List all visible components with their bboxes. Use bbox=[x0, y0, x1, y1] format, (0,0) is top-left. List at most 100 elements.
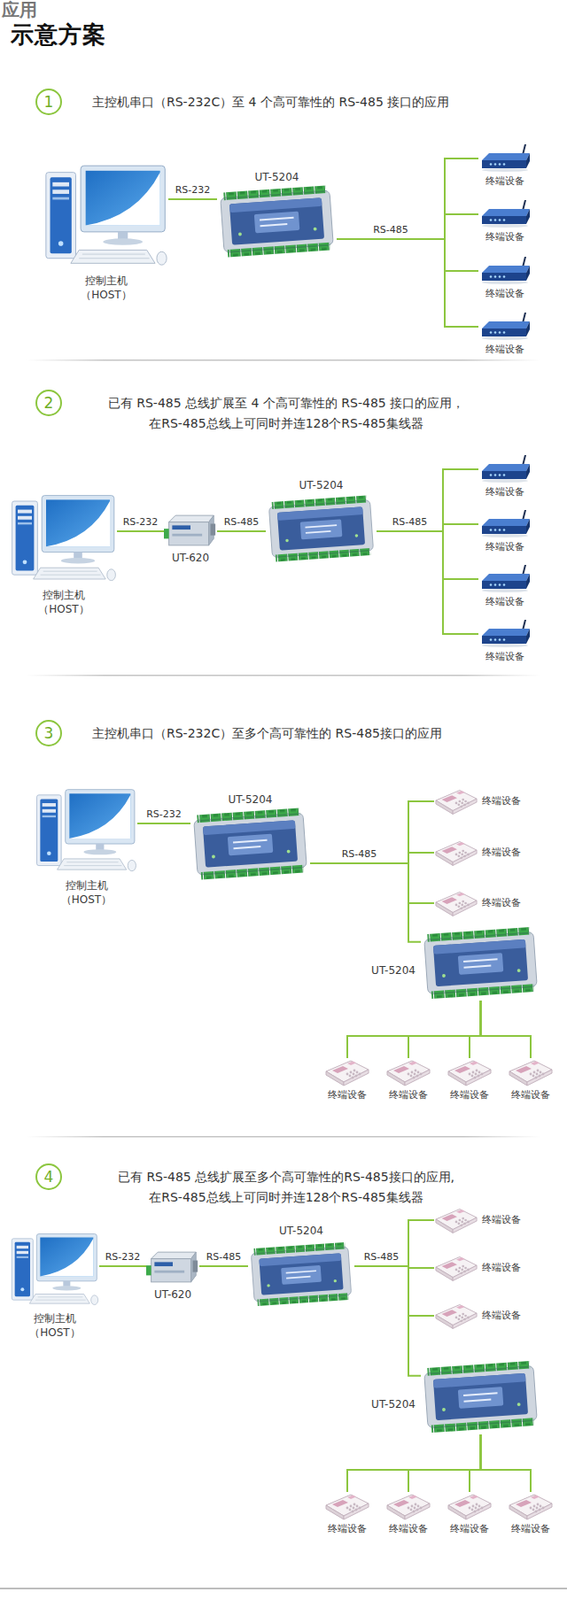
signal-label: RS-485 bbox=[340, 848, 380, 862]
device-icon bbox=[434, 787, 479, 816]
step-number: 4 bbox=[35, 1164, 63, 1191]
device-node: 终端设备 bbox=[322, 1058, 373, 1103]
device-icon bbox=[163, 512, 218, 550]
terminal-label: 终端设备 bbox=[485, 230, 525, 245]
device-icon bbox=[444, 1492, 495, 1522]
bus-wire bbox=[376, 469, 479, 532]
watermark: 应用 bbox=[1, 0, 38, 20]
page-title: 示意方案 bbox=[10, 21, 107, 48]
device-icon bbox=[265, 494, 377, 564]
device-node: 终端设备 bbox=[383, 1058, 434, 1103]
device-picture bbox=[46, 165, 167, 265]
device-node: UT-5204 bbox=[190, 792, 311, 880]
host-label: 控制主机 （HOST） bbox=[23, 1312, 87, 1341]
device-picture bbox=[37, 790, 137, 872]
device-picture bbox=[219, 185, 334, 258]
device-picture bbox=[481, 144, 530, 172]
signal-label: RS-485 bbox=[222, 516, 262, 529]
step-number: 1 bbox=[35, 88, 63, 116]
device-node: 终端设备 bbox=[478, 565, 532, 610]
signal-label: RS-232 bbox=[144, 808, 184, 822]
device-icon bbox=[322, 1492, 373, 1522]
bus-wire bbox=[347, 1435, 482, 1493]
device-icon bbox=[383, 1058, 434, 1088]
terminal-label: 终端设备 bbox=[485, 287, 525, 302]
signal-label: RS-232 bbox=[121, 516, 161, 529]
host-label: 控制主机 （HOST） bbox=[31, 588, 96, 617]
device-node: 终端设备 bbox=[478, 256, 532, 302]
device-icon bbox=[420, 1359, 541, 1436]
bus-wire bbox=[376, 531, 479, 580]
device-picture bbox=[435, 1210, 477, 1235]
signal-label: RS-232 bbox=[173, 184, 213, 197]
device-model: UT-5204 bbox=[279, 1224, 324, 1239]
device-picture bbox=[509, 1061, 552, 1087]
terminal-label: 终端设备 bbox=[481, 896, 521, 911]
device-picture bbox=[448, 1061, 491, 1087]
device-node: 终端设备 bbox=[478, 312, 532, 358]
device-icon bbox=[44, 163, 169, 272]
device-icon bbox=[505, 1058, 556, 1088]
bus-wire bbox=[310, 863, 435, 904]
device-icon bbox=[434, 1254, 479, 1283]
bus-wire bbox=[336, 239, 479, 327]
device-picture bbox=[326, 1061, 369, 1087]
terminal-label: 终端设备 bbox=[511, 1088, 551, 1103]
terminal-label: 终端设备 bbox=[481, 794, 521, 809]
section-heading: 在RS-485总线上可同时并连128个RS-485集线器 bbox=[148, 1188, 424, 1207]
terminal-label: 终端设备 bbox=[485, 342, 525, 358]
device-icon bbox=[478, 455, 532, 484]
device-node: 控制主机 （HOST） bbox=[10, 1233, 100, 1341]
device-picture bbox=[146, 1252, 198, 1283]
device-node: UT-620 bbox=[163, 512, 218, 566]
device-picture bbox=[387, 1495, 430, 1521]
device-icon bbox=[248, 1240, 355, 1310]
section-divider bbox=[26, 359, 541, 362]
device-node: 终端设备 bbox=[434, 838, 521, 868]
bus-wire bbox=[137, 823, 191, 825]
device-node: 终端设备 bbox=[478, 510, 532, 555]
device-node: UT-5204 bbox=[248, 1224, 355, 1310]
device-picture bbox=[387, 1061, 430, 1087]
device-icon bbox=[146, 1249, 200, 1287]
device-node: 终端设备 bbox=[434, 889, 521, 918]
section-heading: 主控机串口（RS-232C）至 4 个高可靠性的 RS-485 接口的应用 bbox=[92, 93, 450, 111]
bus-wire bbox=[408, 1435, 482, 1493]
device-model: UT-620 bbox=[154, 1288, 192, 1303]
device-picture bbox=[163, 515, 216, 546]
device-picture bbox=[448, 1495, 491, 1521]
device-picture bbox=[481, 620, 530, 648]
terminal-label: 终端设备 bbox=[450, 1088, 490, 1103]
terminal-label: 终端设备 bbox=[481, 1261, 521, 1276]
bus-wire bbox=[376, 531, 479, 635]
device-node: 终端设备 bbox=[444, 1058, 495, 1103]
bus-wire bbox=[481, 1435, 532, 1493]
device-node: 终端设备 bbox=[478, 455, 532, 500]
device-model: UT-620 bbox=[171, 551, 210, 566]
device-node: 终端设备 bbox=[505, 1058, 556, 1103]
device-icon bbox=[434, 838, 479, 868]
device-picture bbox=[481, 455, 530, 483]
bus-wire bbox=[354, 1266, 435, 1317]
terminal-label: 终端设备 bbox=[485, 174, 525, 189]
device-picture bbox=[435, 893, 477, 917]
terminal-label: 终端设备 bbox=[481, 1213, 521, 1228]
device-icon bbox=[190, 808, 311, 880]
device-node: 终端设备 bbox=[434, 787, 521, 816]
device-picture bbox=[509, 1495, 552, 1521]
device-node: UT-5204 bbox=[420, 1359, 541, 1436]
bus-wire bbox=[336, 158, 479, 240]
device-node: 终端设备 bbox=[434, 1302, 521, 1331]
device-node: UT-5204 bbox=[265, 478, 377, 564]
device-node: 终端设备 bbox=[322, 1492, 373, 1538]
host-label: 控制主机 （HOST） bbox=[74, 273, 139, 303]
bus-wire bbox=[99, 1266, 147, 1268]
bus-wire bbox=[408, 1001, 482, 1059]
device-node: 终端设备 bbox=[478, 620, 532, 665]
device-node: UT-620 bbox=[146, 1249, 200, 1303]
device-icon bbox=[478, 510, 532, 539]
device-icon bbox=[444, 1058, 495, 1088]
device-picture bbox=[326, 1495, 369, 1521]
device-picture bbox=[250, 1242, 352, 1308]
terminal-label: 终端设备 bbox=[485, 650, 525, 665]
